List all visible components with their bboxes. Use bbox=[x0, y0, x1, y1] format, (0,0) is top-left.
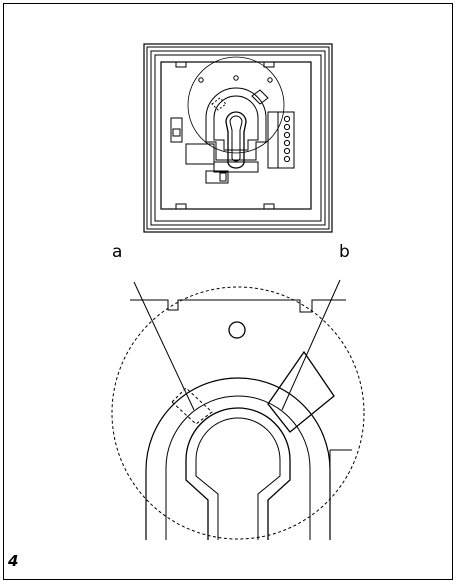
figure-number: 4 bbox=[8, 552, 19, 570]
callout-a: a bbox=[112, 242, 123, 262]
detail-zoom bbox=[111, 279, 365, 540]
device-overview bbox=[143, 43, 333, 233]
figure-frame bbox=[3, 3, 453, 580]
callout-b: b bbox=[339, 242, 350, 262]
